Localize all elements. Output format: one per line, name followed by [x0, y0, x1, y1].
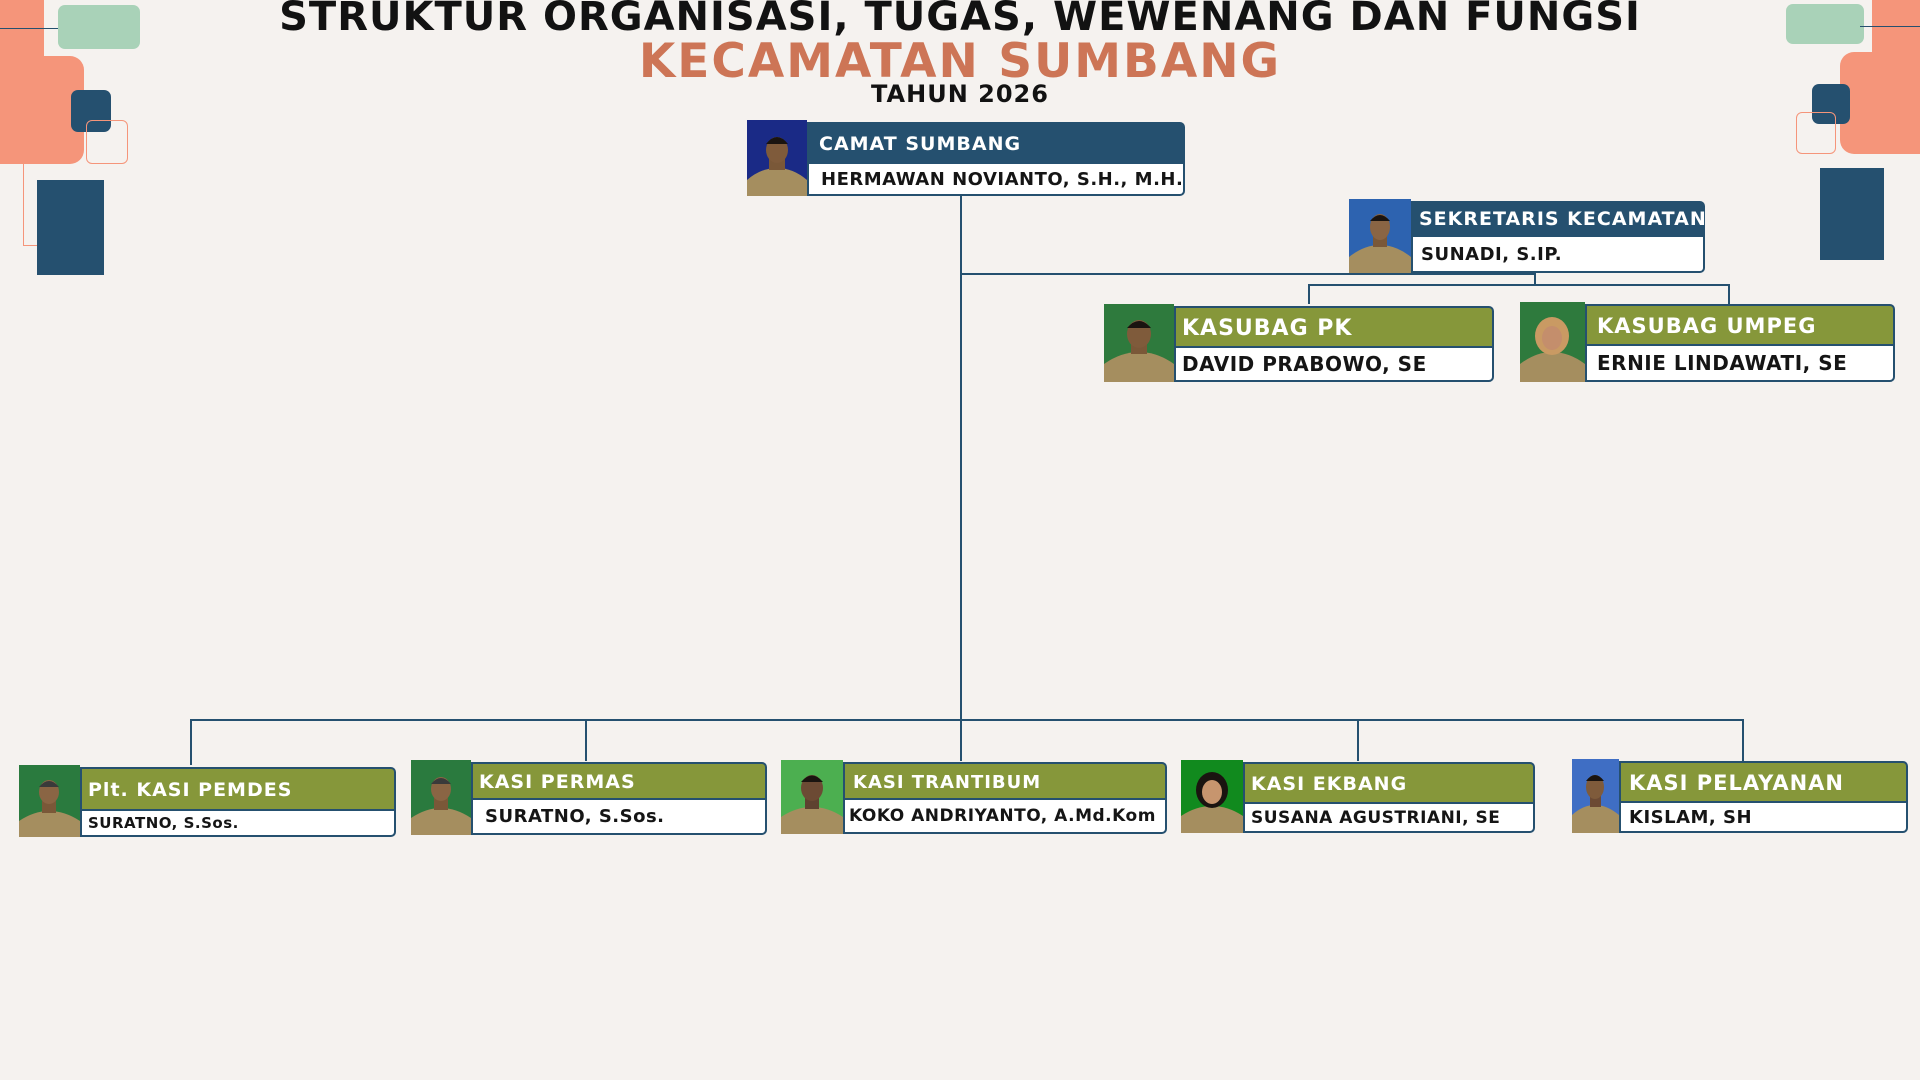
connector-kasi-pelayanan [1742, 719, 1744, 761]
name-kasubag-pk: DAVID PRABOWO, SE [1174, 346, 1494, 382]
node-kasi-pemdes: Plt. KASI PEMDES SURATNO, S.Sos. [19, 765, 396, 837]
name-kasi-permas: SURATNO, S.Sos. [471, 798, 767, 835]
photo-sekretaris [1349, 199, 1411, 273]
title-kasi-permas: KASI PERMAS [471, 762, 767, 800]
decor-right-outline-square [1796, 112, 1836, 154]
connector-sekretariat-branch [960, 273, 1536, 275]
name-kasi-ekbang: SUSANA AGUSTRIANI, SE [1243, 802, 1535, 833]
name-sekretaris: SUNADI, S.IP. [1411, 237, 1705, 273]
decor-right-mint-block [1786, 4, 1864, 44]
connector-kasubag-bar [1308, 284, 1730, 286]
connector-kasi-permas [585, 719, 587, 761]
node-camat: CAMAT SUMBANG HERMAWAN NOVIANTO, S.H., M… [747, 120, 1185, 196]
title-kasi-pemdes: Plt. KASI PEMDES [80, 767, 396, 811]
node-kasubag-pk: KASUBAG PK DAVID PRABOWO, SE [1104, 304, 1494, 382]
decor-right-navy-bar [1820, 168, 1884, 260]
connector-kasi-bar [190, 719, 1744, 721]
decor-right-thin-line [1860, 26, 1920, 27]
node-kasubag-umpeg: KASUBAG UMPEG ERNIE LINDAWATI, SE [1520, 302, 1895, 382]
page-subtitle: KECAMATAN SUMBANG [638, 34, 1282, 89]
name-kasubag-umpeg: ERNIE LINDAWATI, SE [1585, 344, 1895, 382]
decor-left-mint-block [58, 5, 140, 49]
photo-kasi-ekbang [1181, 760, 1243, 833]
photo-kasi-pelayanan [1572, 759, 1619, 833]
photo-kasi-permas [411, 760, 471, 835]
connector-kasi-pemdes [190, 719, 192, 765]
photo-kasi-trantibum [781, 760, 843, 834]
connector-trunk [960, 196, 962, 720]
photo-kasubag-pk [1104, 304, 1174, 382]
page-year: TAHUN 2026 [871, 80, 1049, 108]
name-kasi-trantibum: KOKO ANDRIYANTO, A.Md.Kom [843, 798, 1167, 834]
connector-kasi-ekbang [1357, 719, 1359, 761]
title-kasubag-pk: KASUBAG PK [1174, 306, 1494, 348]
decor-left-coral-tab [0, 0, 44, 58]
decor-left-thin-line [0, 28, 58, 29]
connector-kasubag-umpeg [1728, 284, 1730, 304]
name-kasi-pemdes: SURATNO, S.Sos. [80, 809, 396, 837]
connector-kasubag-pk [1308, 284, 1310, 304]
title-sekretaris: SEKRETARIS KECAMATAN [1411, 201, 1706, 237]
node-kasi-ekbang: KASI EKBANG SUSANA AGUSTRIANI, SE [1181, 760, 1535, 833]
decor-left-navy-bar [37, 180, 104, 275]
page-title: STRUKTUR ORGANISASI, TUGAS, WEWENANG DAN… [279, 0, 1641, 40]
node-sekretaris: SEKRETARIS KECAMATAN SUNADI, S.IP. [1349, 199, 1706, 273]
decor-left-coral-block [0, 56, 84, 164]
node-kasi-trantibum: KASI TRANTIBUM KOKO ANDRIYANTO, A.Md.Kom [781, 760, 1167, 834]
name-kasi-pelayanan: KISLAM, SH [1619, 801, 1908, 833]
title-kasi-ekbang: KASI EKBANG [1243, 762, 1535, 804]
title-kasubag-umpeg: KASUBAG UMPEG [1585, 304, 1895, 346]
connector-kasi-trantibum [960, 719, 962, 761]
node-kasi-pelayanan: KASI PELAYANAN KISLAM, SH [1572, 759, 1908, 833]
node-kasi-permas: KASI PERMAS SURATNO, S.Sos. [411, 760, 767, 835]
title-kasi-trantibum: KASI TRANTIBUM [843, 762, 1167, 800]
title-kasi-pelayanan: KASI PELAYANAN [1619, 761, 1908, 803]
photo-camat [747, 120, 807, 196]
decor-right-coral-tab [1872, 0, 1920, 60]
photo-kasubag-umpeg [1520, 302, 1585, 382]
decor-right-coral-block [1840, 52, 1920, 154]
name-camat: HERMAWAN NOVIANTO, S.H., M.H. [807, 164, 1185, 196]
connector-sekcam-stub [1534, 272, 1536, 284]
photo-kasi-pemdes [19, 765, 80, 837]
decor-left-outline-square [86, 120, 128, 164]
title-camat: CAMAT SUMBANG [807, 122, 1185, 166]
